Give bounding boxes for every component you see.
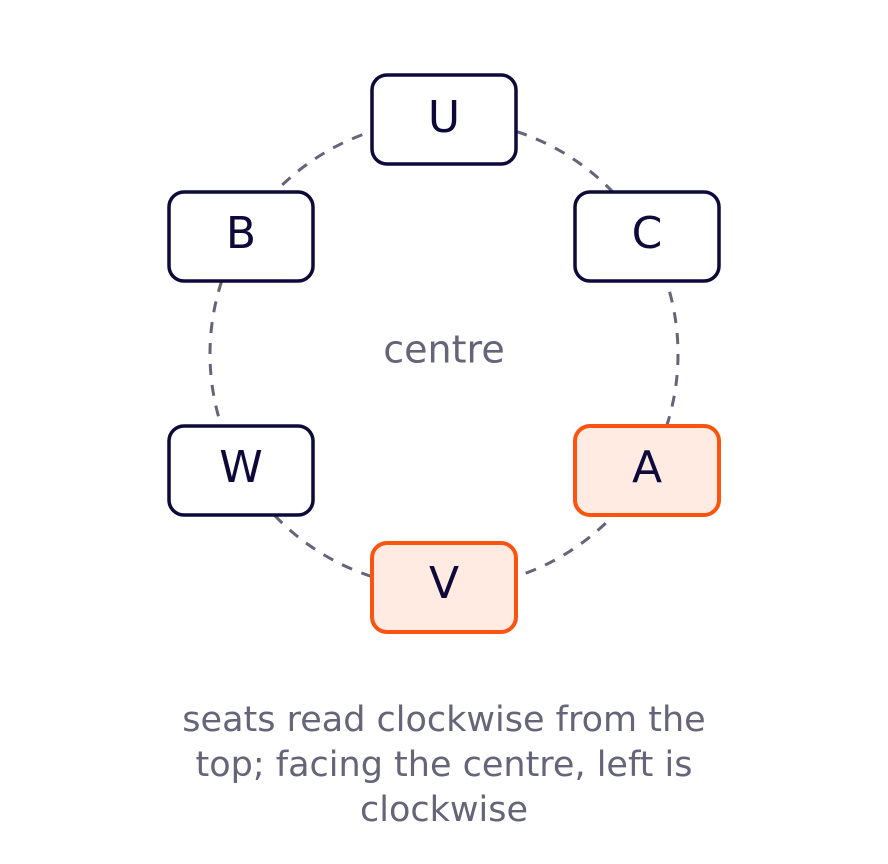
- seat-label: C: [632, 208, 663, 259]
- centre-label: centre: [383, 328, 504, 372]
- caption: seats read clockwise from the top; facin…: [182, 700, 705, 830]
- seat-label: W: [219, 442, 263, 493]
- seat-label: B: [226, 208, 256, 259]
- seat-w: W: [167, 424, 315, 517]
- seat-label: U: [428, 92, 460, 143]
- seat-box-highlighted: [573, 424, 721, 517]
- seat-box: [370, 73, 518, 166]
- seat-box: [167, 424, 315, 517]
- seat-u: U: [370, 73, 518, 166]
- seat-box: [167, 190, 315, 283]
- seat-a: A: [573, 424, 721, 517]
- caption-line-1: seats read clockwise from the: [182, 700, 705, 740]
- seat-b: B: [167, 190, 315, 283]
- seat-box-highlighted: [370, 541, 518, 634]
- seat-label: V: [429, 558, 459, 609]
- seat-c: C: [573, 190, 721, 283]
- caption-line-2: top; facing the centre, left is: [196, 745, 693, 785]
- seat-v: V: [370, 541, 518, 634]
- caption-line-3: clockwise: [360, 790, 528, 830]
- seat-label: A: [632, 442, 662, 493]
- seat-box: [573, 190, 721, 283]
